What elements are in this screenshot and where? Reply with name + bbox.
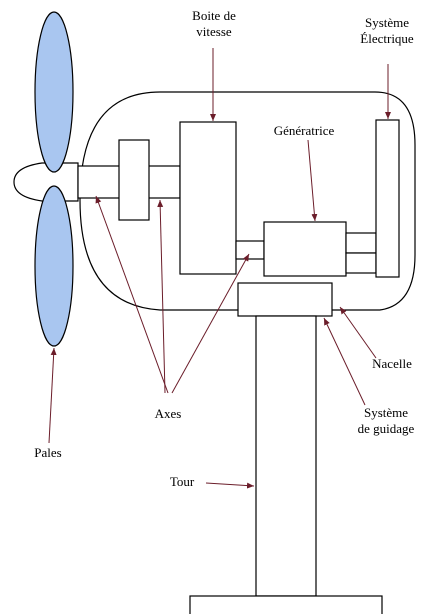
yaw-system-box [237,282,333,317]
label-electrical-line1: Système [364,15,410,30]
blade-upper [34,11,74,173]
label-electrical-system: Système Électrique [352,15,422,47]
arrow-blades [48,347,57,444]
label-nacelle: Nacelle [362,356,422,372]
label-axes: Axes [148,406,188,422]
label-tower-text: Tour [169,474,195,489]
arrow-generator [307,139,318,222]
label-blades-text: Pales [34,445,62,460]
blade-lower [34,185,74,347]
label-nacelle-text: Nacelle [372,356,412,371]
foundation [189,595,383,614]
label-tower: Tour [162,474,202,490]
label-generator-text: Génératrice [273,123,335,138]
arrow-axes-right [171,253,250,394]
label-yaw-line2: de guidage [357,421,415,436]
secondary-shaft [235,240,265,260]
output-shaft [345,232,377,254]
label-electrical-line2: Électrique [360,31,414,46]
label-gearbox-line2: vitesse [196,24,232,39]
arrow-nacelle [339,306,377,359]
label-gearbox-line1: Boite de [192,8,236,23]
label-axes-text: Axes [154,406,182,421]
output-shaft-lower [345,252,377,274]
label-blades: Pales [26,445,70,461]
arrow-axes-left [95,195,169,394]
generator-box [263,221,347,277]
arrow-tower [205,482,255,489]
label-generator: Génératrice [262,123,346,139]
label-yaw-line1: Système [363,405,409,420]
arrow-yaw [323,317,366,406]
label-gearbox: Boite de vitesse [186,8,242,40]
tower [255,315,317,597]
electrical-system-box [375,119,400,278]
bearing-block [118,139,150,221]
arrow-axes-middle [157,199,166,394]
label-yaw-system: Système de guidage [350,405,422,437]
gearbox-box [179,121,237,275]
hub-nose-cone [13,162,79,202]
